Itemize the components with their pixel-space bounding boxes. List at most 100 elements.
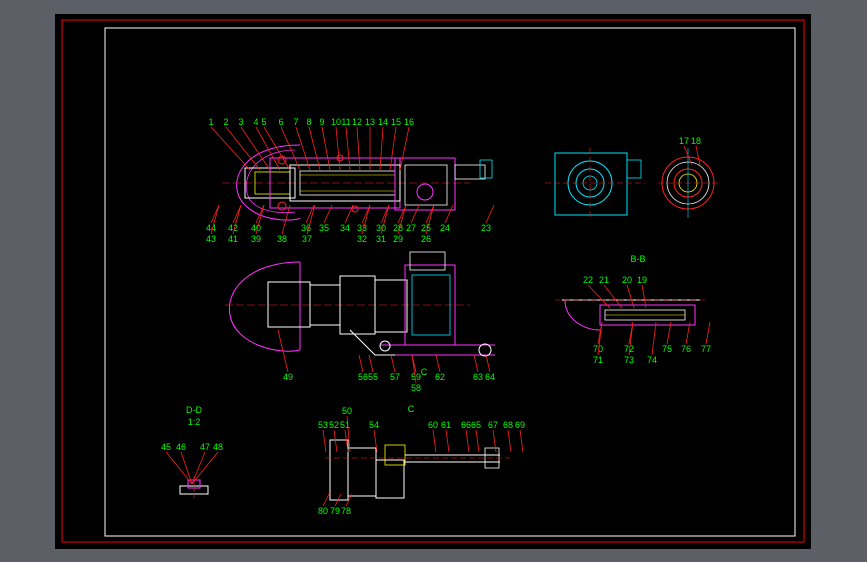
end-view-label: 17 bbox=[679, 136, 689, 146]
main-top-label: 16 bbox=[404, 117, 414, 127]
leader-line bbox=[485, 354, 491, 373]
leader-line bbox=[305, 204, 315, 224]
leader-line bbox=[425, 204, 435, 235]
plan-label-49: 49 bbox=[283, 372, 293, 382]
main-top-label: 3 bbox=[238, 117, 243, 127]
leader-line bbox=[389, 126, 397, 171]
bb-bottom-label: 73 bbox=[624, 355, 634, 365]
leader-line bbox=[308, 126, 321, 171]
main-top-label: 9 bbox=[319, 117, 324, 127]
leader-line bbox=[356, 126, 361, 171]
main-bottom-label: 31 bbox=[376, 234, 386, 244]
leader-line bbox=[444, 204, 454, 224]
main-top-label: 14 bbox=[378, 117, 388, 127]
leader-line bbox=[380, 204, 390, 235]
bb-bottom-label: 76 bbox=[681, 344, 691, 354]
main-bottom-label: 39 bbox=[251, 234, 261, 244]
leader-line bbox=[255, 204, 265, 224]
leader-line bbox=[255, 204, 265, 235]
c-top-label: 53 bbox=[318, 420, 328, 430]
leader-line bbox=[597, 321, 603, 356]
main-bottom-label: 33 bbox=[357, 223, 367, 233]
plan-view bbox=[225, 251, 495, 357]
plan-bottom-label: 63 bbox=[473, 372, 483, 382]
plan-bottom-label: 59 bbox=[411, 372, 421, 382]
leader-line bbox=[492, 429, 497, 453]
leader-line bbox=[344, 204, 354, 224]
leader-line bbox=[210, 204, 220, 224]
leader-line bbox=[519, 429, 524, 453]
leader-line bbox=[432, 429, 437, 453]
dd-label: 48 bbox=[213, 442, 223, 452]
leader-line bbox=[465, 429, 470, 453]
plan-bottom-label: C bbox=[421, 367, 428, 377]
bb-bottom-label: 72 bbox=[624, 344, 634, 354]
leader-line bbox=[277, 329, 289, 373]
leader-line bbox=[435, 354, 441, 373]
leader-line bbox=[321, 126, 331, 171]
leader-line bbox=[425, 204, 435, 224]
leader-line bbox=[306, 204, 316, 235]
c-top-label: 51 bbox=[340, 420, 350, 430]
leader-line bbox=[344, 429, 349, 453]
leader-line bbox=[280, 126, 301, 171]
leader-line bbox=[380, 204, 390, 224]
main-bottom-label: 28 bbox=[393, 223, 403, 233]
end-view-square bbox=[545, 148, 645, 220]
leader-line bbox=[334, 493, 342, 507]
main-top-label: 7 bbox=[293, 117, 298, 127]
c-bottom-label: 78 bbox=[341, 506, 351, 516]
c-view-title: C bbox=[408, 404, 415, 414]
leader-line bbox=[263, 126, 291, 171]
plan-bottom-label: 56 bbox=[358, 372, 368, 382]
leader-line bbox=[373, 429, 378, 453]
bb-top-label: 19 bbox=[637, 275, 647, 285]
leader-line bbox=[411, 354, 417, 384]
leader-line bbox=[210, 204, 220, 235]
leader-line bbox=[322, 429, 327, 453]
leader-line bbox=[180, 451, 193, 485]
main-bottom-label: 43 bbox=[206, 234, 216, 244]
outer-red-border bbox=[61, 19, 805, 543]
leader-line bbox=[232, 204, 242, 224]
main-top-label: 2 bbox=[223, 117, 228, 127]
main-bottom-label: 32 bbox=[357, 234, 367, 244]
leader-line bbox=[210, 126, 251, 171]
view-titles: B-BD-D1:2C bbox=[186, 254, 646, 427]
main-top-label: 6 bbox=[278, 117, 283, 127]
leader-line bbox=[358, 354, 364, 373]
c-top-label: 68 bbox=[503, 420, 513, 430]
c-top-label: 67 bbox=[488, 420, 498, 430]
main-bottom-label: 40 bbox=[251, 223, 261, 233]
main-bottom-label: 25 bbox=[421, 223, 431, 233]
c-top-label: 65 bbox=[471, 420, 481, 430]
main-top-label: 12 bbox=[352, 117, 362, 127]
leader-line bbox=[191, 451, 206, 485]
c-section-view bbox=[325, 439, 510, 501]
c-top-label: 61 bbox=[441, 420, 451, 430]
leader-line bbox=[165, 451, 193, 485]
leader-line bbox=[475, 429, 480, 453]
main-bottom-label: 30 bbox=[376, 223, 386, 233]
leader-line bbox=[641, 284, 647, 309]
leader-line bbox=[695, 145, 701, 166]
leader-line bbox=[322, 493, 330, 507]
leader-line bbox=[191, 451, 219, 485]
leader-line bbox=[397, 204, 407, 224]
bb-bottom-label: 70 bbox=[593, 344, 603, 354]
drawing-sheet bbox=[55, 14, 811, 549]
main-top-label: 5 bbox=[261, 117, 266, 127]
end-view-label: 18 bbox=[691, 136, 701, 146]
main-bottom-label: 23 bbox=[481, 223, 491, 233]
leader-line bbox=[485, 204, 495, 224]
leader-line bbox=[255, 126, 281, 171]
end-view-circle bbox=[658, 148, 718, 218]
dd-label: 45 bbox=[161, 442, 171, 452]
leader-line bbox=[683, 145, 693, 166]
leader-line bbox=[335, 126, 341, 171]
main-bottom-label: 27 bbox=[406, 223, 416, 233]
main-bottom-label: 29 bbox=[393, 234, 403, 244]
leader-line bbox=[587, 284, 611, 309]
